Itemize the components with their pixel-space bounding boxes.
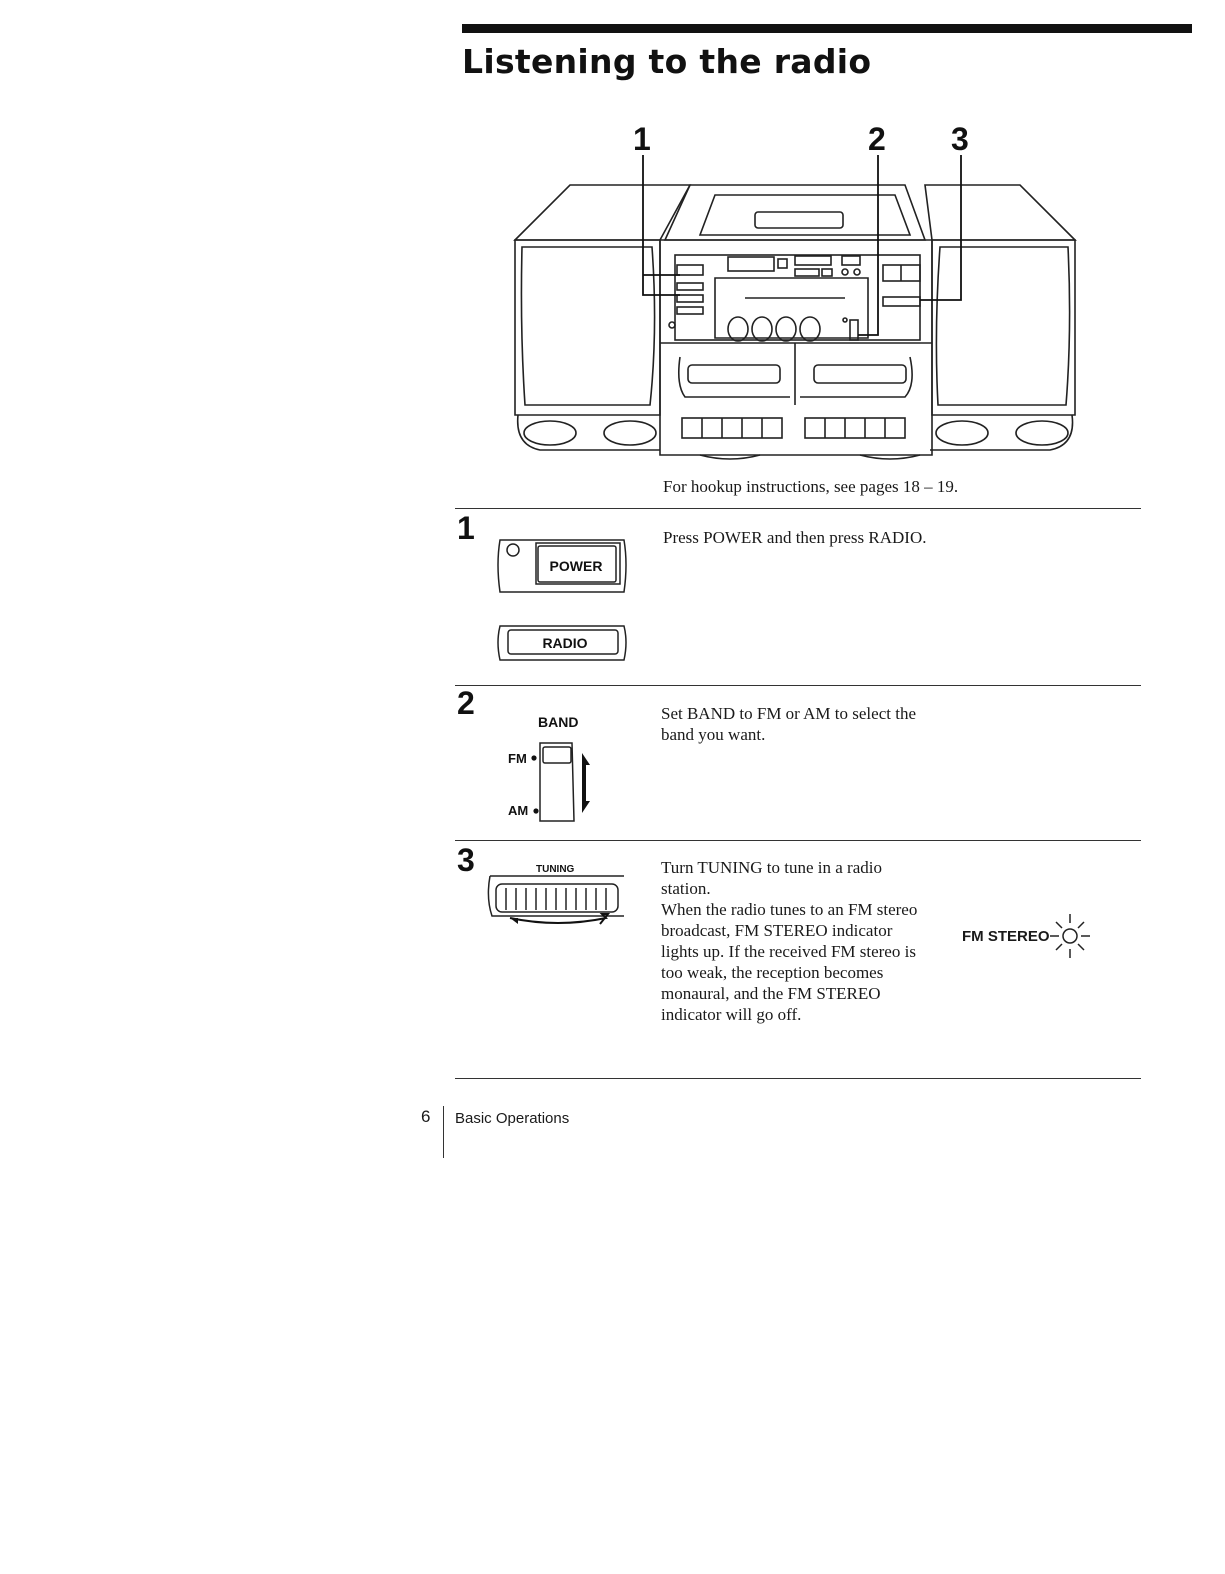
tuning-dial-illustration: TUNING (487, 864, 624, 925)
step-number-2: 2 (457, 685, 475, 721)
tuning-dial-label: TUNING (536, 864, 575, 875)
power-button-label: POWER (550, 558, 603, 574)
step-number-1: 1 (457, 510, 475, 546)
step-text-1: Press POWER and then press RADIO. (663, 528, 927, 547)
band-switch-label: BAND (538, 714, 578, 730)
footer-divider (443, 1106, 445, 1158)
top-rule (462, 24, 1192, 33)
step-divider-1 (455, 508, 1141, 509)
hookup-note: For hookup instructions, see pages 18 – … (663, 477, 959, 496)
page-title: Listening to the radio (462, 42, 872, 81)
power-radio-buttons-illustration: POWER RADIO (497, 539, 627, 661)
step-text-3: Turn TUNING to tune in a radio station. … (661, 858, 918, 1024)
fm-position-label: FM (508, 751, 527, 766)
callout-2: 2 (868, 121, 886, 157)
callout-3: 3 (951, 121, 969, 157)
fm-stereo-indicator-icon (1050, 914, 1090, 958)
callout-1: 1 (633, 121, 651, 157)
fm-stereo-indicator-label: FM STEREO (962, 928, 1050, 945)
footer-page-number: 6 (421, 1107, 431, 1126)
step-divider-2 (455, 685, 1141, 686)
footer-section-title: Basic Operations (455, 1110, 570, 1127)
band-switch-illustration: BAND FM AM (508, 714, 590, 822)
bottom-divider (455, 1078, 1141, 1079)
am-position-label: AM (508, 803, 528, 818)
radio-button-label: RADIO (542, 635, 587, 651)
boombox-illustration: 1 2 3 (513, 121, 1077, 460)
step-text-2: Set BAND to FM or AM to select the band … (661, 704, 916, 744)
step-number-3: 3 (457, 842, 475, 878)
step-divider-3 (455, 840, 1141, 841)
